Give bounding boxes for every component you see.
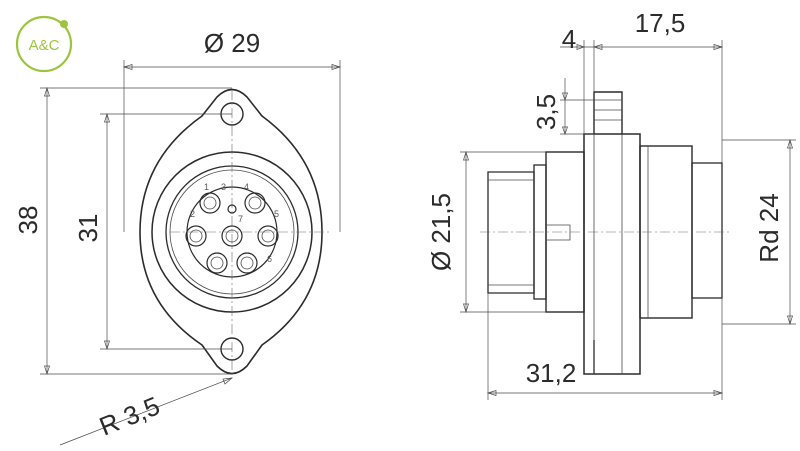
front-pins [185, 192, 279, 274]
front-flange-outline [139, 88, 323, 375]
pin-2 [185, 225, 207, 247]
pin-5 [257, 225, 279, 247]
pin-4 [244, 192, 266, 214]
pin-number-4: 4 [244, 182, 249, 192]
side-dim-flange-label: 4 [562, 24, 576, 54]
side-dim-diameter-label: Ø 21,5 [426, 193, 456, 271]
front-view: 1 2 3 4 5 6 7 Ø 29 38 31 R 3,5 [13, 28, 342, 446]
front-dim-width-label: Ø 29 [204, 28, 260, 58]
logo-ring [15, 15, 73, 73]
pin-7 [221, 225, 243, 247]
front-dim-inner-label: 31 [73, 214, 103, 243]
pin-number-6: 6 [267, 254, 272, 264]
side-dim-small-label: 3,5 [531, 94, 561, 130]
side-view: 4 17,5 3,5 Ø 21,5 Rd 24 31,2 [426, 8, 796, 400]
pin-number-1: 1 [204, 182, 209, 192]
side-dim-rear-label: 17,5 [635, 8, 686, 38]
pin-number-3: 3 [221, 182, 226, 192]
pin-3 [206, 252, 228, 274]
front-dim-outer-label: 38 [13, 206, 43, 235]
side-dim-total-label: 31,2 [526, 358, 577, 388]
pin-number-5: 5 [274, 209, 279, 219]
logo-dot [60, 20, 68, 28]
side-rear-thread [691, 162, 723, 299]
side-top-lug [593, 91, 623, 134]
side-flange-plate [583, 133, 641, 375]
side-latch [546, 224, 571, 241]
pin-number-7: 7 [238, 214, 243, 224]
logo: A&C [15, 15, 73, 73]
side-mating-insert [487, 171, 535, 294]
side-dim-thread-label: Rd 24 [754, 193, 784, 262]
front-dim-radius-label: R 3,5 [95, 390, 164, 441]
front-dim-radius-leader [59, 377, 233, 446]
pin-1 [199, 192, 221, 214]
pin-number-2: 2 [190, 209, 195, 219]
logo-text: A&C [29, 37, 60, 54]
pin-6 [236, 252, 258, 274]
front-coding-key [227, 204, 237, 214]
